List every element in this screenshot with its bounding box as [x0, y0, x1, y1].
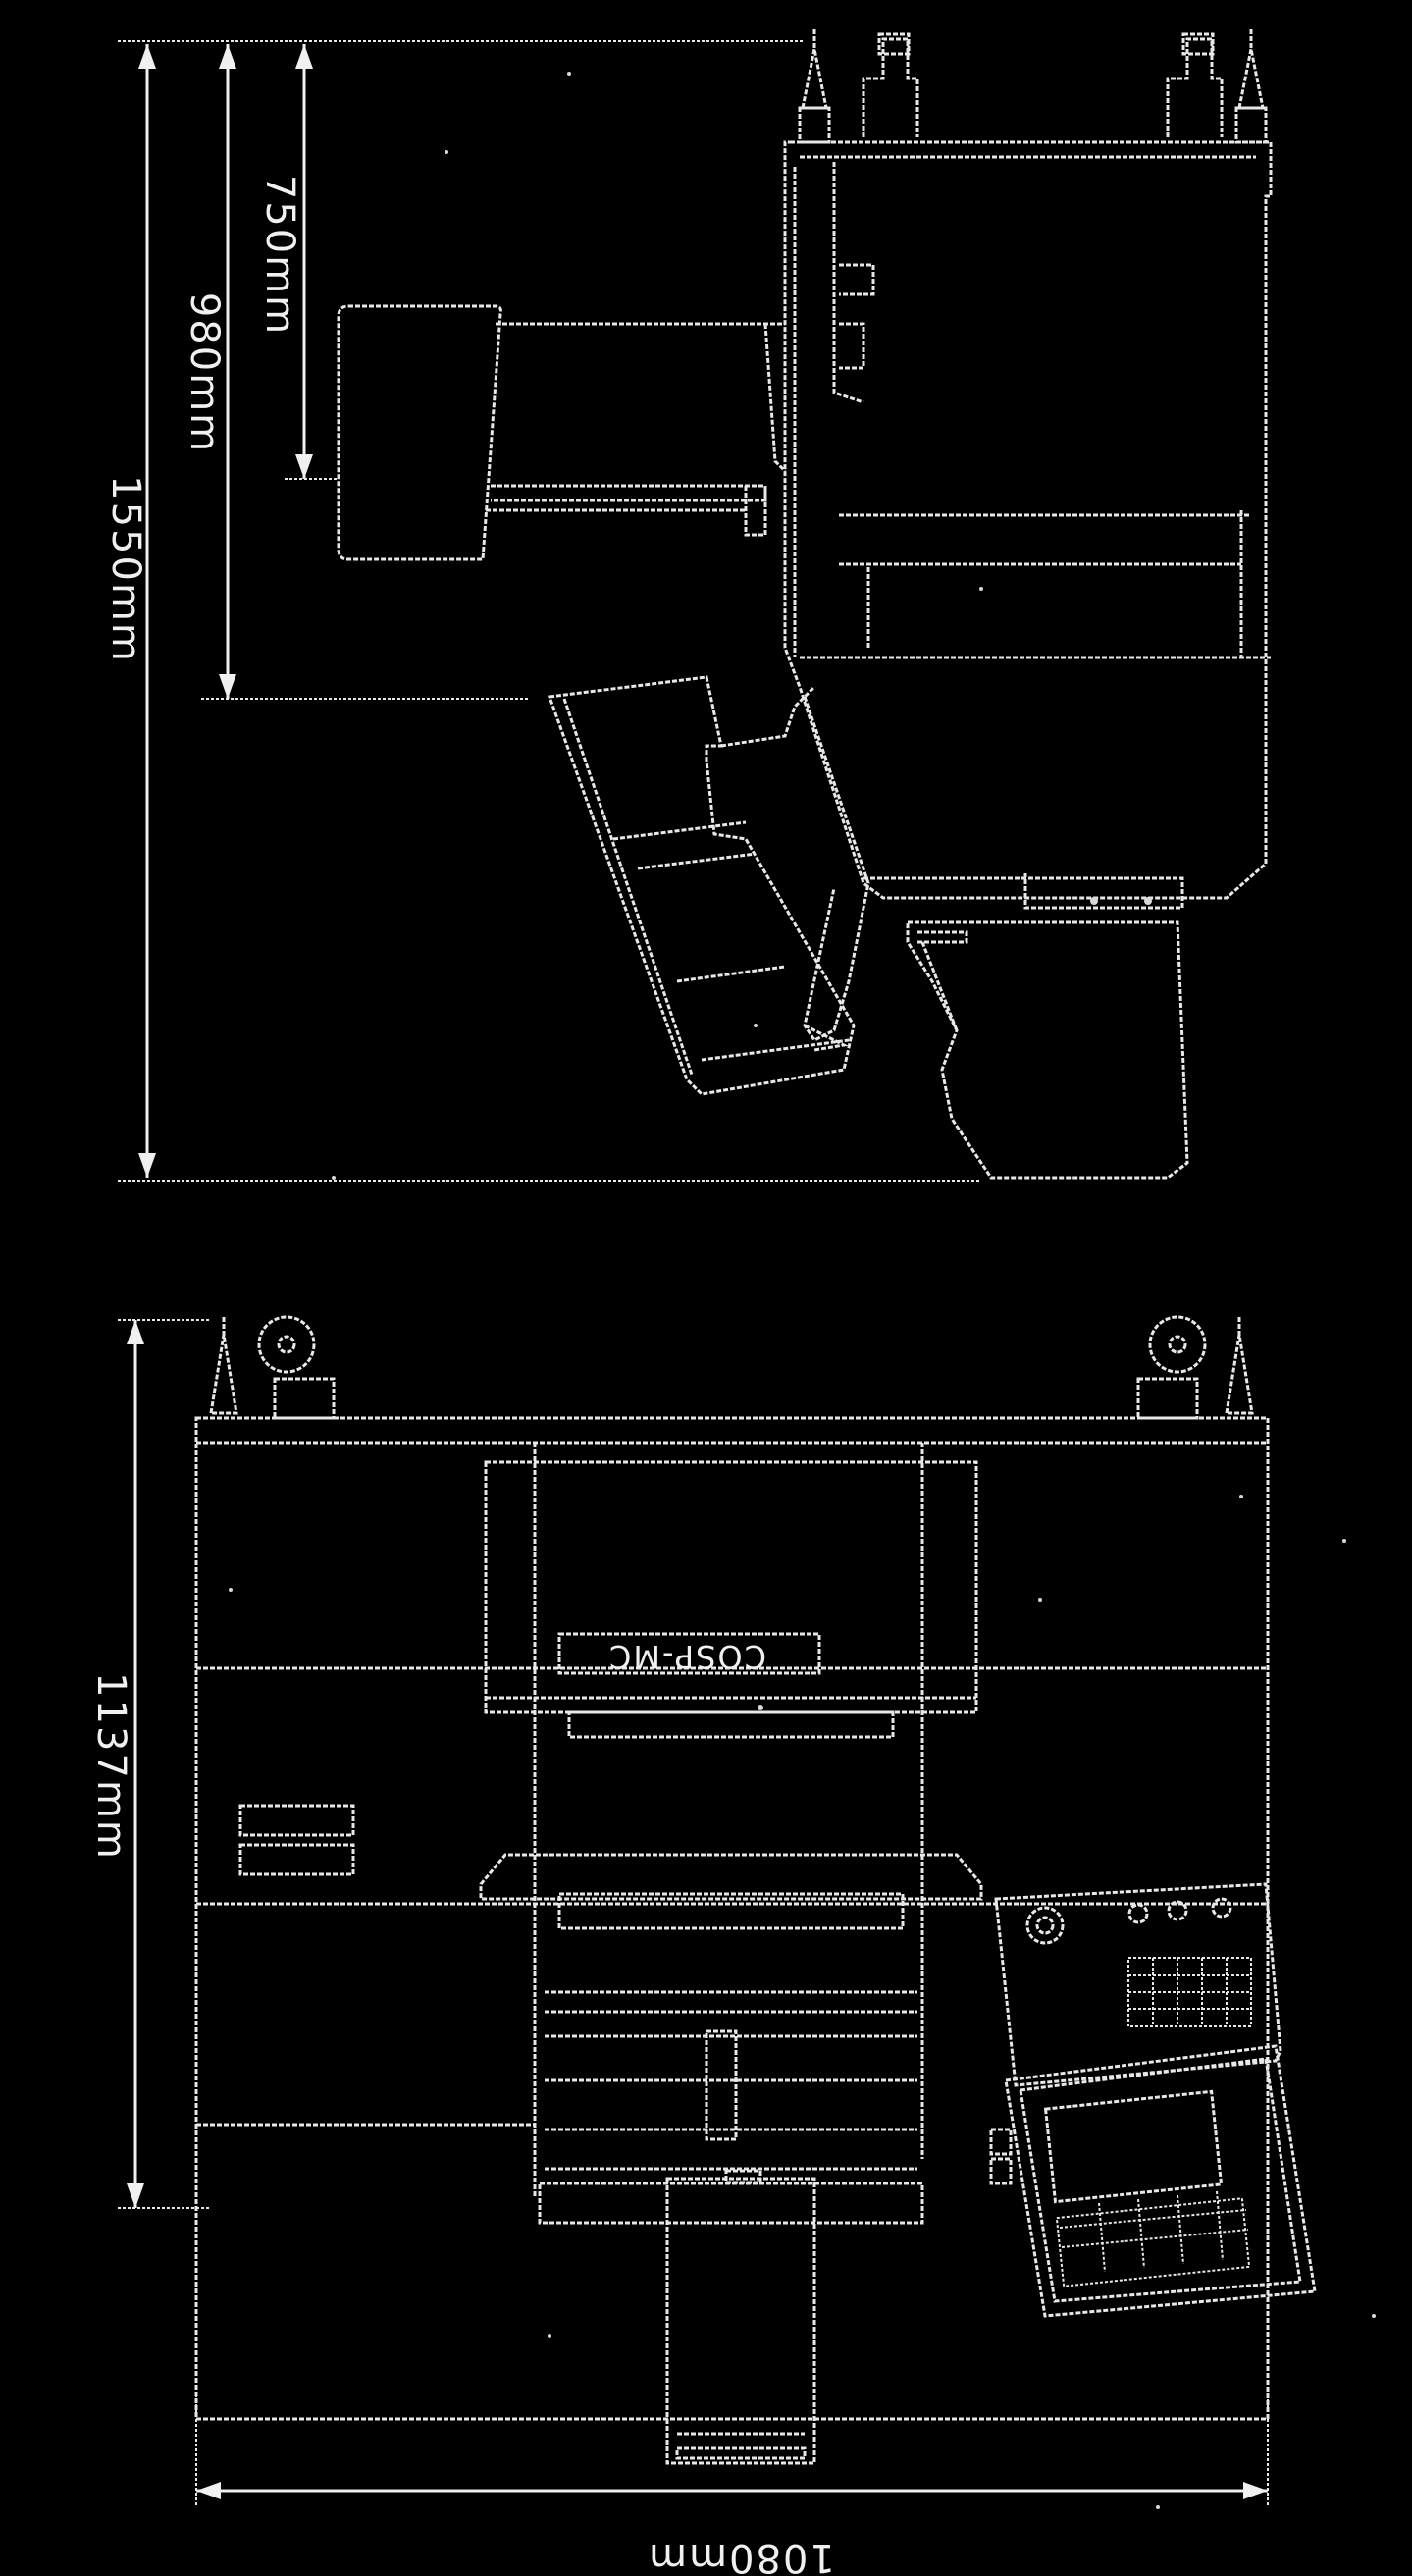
button-icon: [1127, 1903, 1149, 1924]
button-icon: [1167, 1900, 1188, 1921]
dim-width-label: 1080mm: [647, 2535, 835, 2576]
front-dimension-labels: 1137mm 1080mm: [88, 1672, 835, 2576]
front-drawer: [665, 2169, 816, 2465]
front-view: 1137mm 1080mm: [88, 1315, 1317, 2576]
dial-icon: [1025, 1906, 1065, 1945]
side-bottom-box: [906, 920, 1189, 1180]
dim-depth-label: 1137mm: [88, 1672, 133, 1861]
side-casters: [798, 29, 1268, 144]
scan-noise: [229, 72, 1376, 2509]
side-dimension-lines: [118, 40, 981, 1182]
nameplate-frame: [557, 1632, 821, 1675]
machine-body-side: [783, 140, 1273, 910]
front-dimension-lines: [118, 1319, 1269, 2507]
front-body: [194, 1416, 1270, 2421]
control-panel: [989, 1882, 1317, 2318]
side-arm-box: [337, 304, 787, 561]
side-dimension-labels: 1550mm 980mm 750mm: [103, 175, 302, 663]
front-top-box: COSP-MC: [484, 1460, 978, 1739]
front-casters: [209, 1315, 1254, 1420]
side-view: 1550mm 980mm 750mm: [103, 29, 1273, 1182]
pendant-keys: [1055, 2190, 1251, 2287]
dim-total-height-label: 1550mm: [103, 475, 148, 663]
keypad-icon: [1127, 1957, 1252, 2027]
dim-short-label: 750mm: [257, 175, 302, 336]
front-center-column: [479, 1853, 983, 2225]
nameplate-label: COSP-MC: [607, 1638, 766, 1675]
screen-icon: [1043, 2089, 1224, 2204]
pendant: [1004, 2044, 1317, 2318]
button-icon: [1211, 1897, 1232, 1919]
dim-middle-label: 980mm: [182, 292, 227, 453]
side-tray: [547, 675, 870, 1096]
